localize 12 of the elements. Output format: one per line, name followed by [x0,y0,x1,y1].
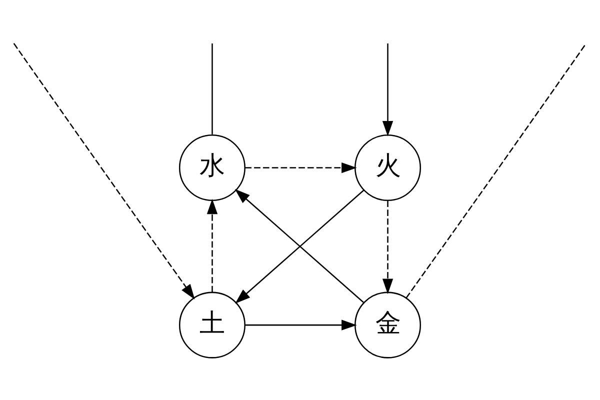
arrow [206,198,218,292]
connector [406,43,587,298]
arrow [13,43,195,300]
node-circle: 金 [354,292,422,358]
node-circle: 水 [178,134,246,202]
connector [212,43,213,134]
arrow [245,162,357,174]
arrow [382,43,394,136]
node-circle: 火 [354,134,422,202]
arrow [245,320,357,330]
node-circle: 土 [178,292,246,358]
arrow [382,200,394,294]
